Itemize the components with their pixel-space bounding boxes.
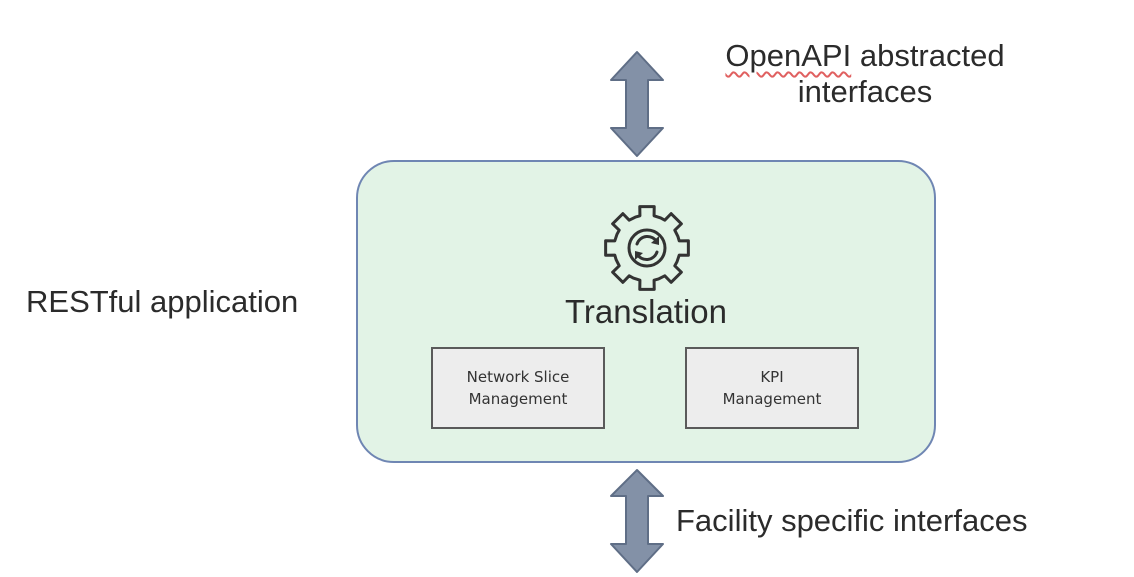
module-label-line: KPI (760, 368, 784, 386)
openapi-interfaces-label: OpenAPI abstracted interfaces (660, 38, 1070, 110)
translation-label: Translation (564, 293, 728, 330)
interfaces-word: interfaces (797, 74, 933, 109)
module-label-line: Management (468, 390, 568, 408)
facility-specific-interfaces-label: Facility specific interfaces (676, 503, 1028, 538)
gear-sync-icon (604, 205, 690, 291)
abstracted-word: abstracted (851, 38, 1005, 73)
module-label-line: Network Slice (466, 368, 570, 386)
network-slice-management-module: Network Slice Management (431, 347, 605, 429)
double-arrow-top-icon (610, 51, 664, 157)
double-arrow-bottom-icon (610, 469, 664, 573)
restful-application-label: RESTful application (26, 284, 299, 319)
kpi-management-module: KPI Management (685, 347, 859, 429)
openapi-word: OpenAPI (725, 38, 852, 73)
restful-application-box: Translation Network Slice Management KPI… (356, 160, 936, 463)
module-label-line: Management (722, 390, 822, 408)
